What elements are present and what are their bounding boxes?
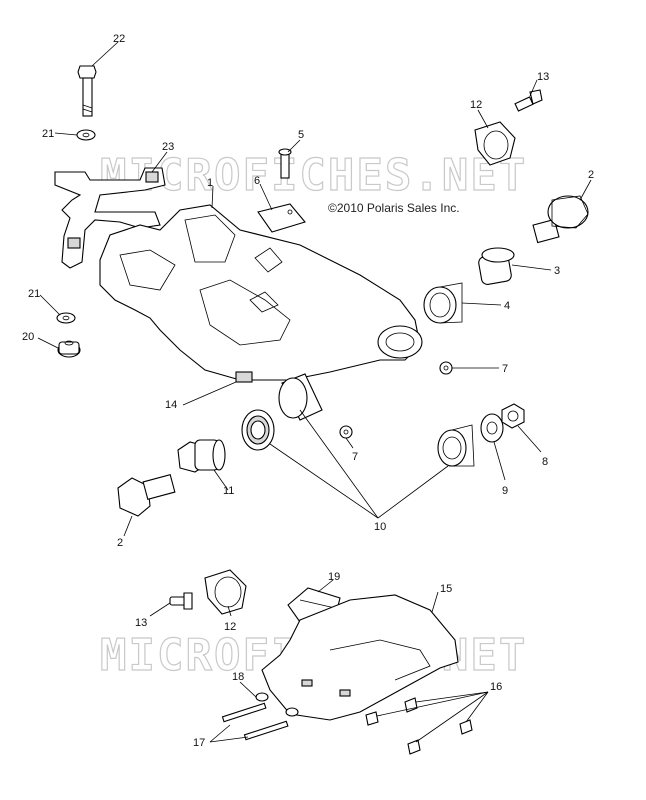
- bolt-13-top: [514, 89, 543, 112]
- pivot-shaft-2-top: [532, 195, 589, 244]
- callout-6: 6: [254, 175, 260, 187]
- callout-13-bottom: 13: [135, 617, 147, 629]
- callout-16: 16: [490, 681, 502, 693]
- fitting-7-upper: [439, 361, 453, 375]
- callout-13-top: 13: [537, 71, 549, 83]
- callout-5: 5: [298, 129, 304, 141]
- seal-ring-10: [241, 409, 275, 451]
- callout-22: 22: [113, 33, 125, 45]
- plate-6: [257, 203, 306, 233]
- skid-plate-15: [261, 594, 459, 721]
- nut-8: [501, 403, 525, 429]
- bolt-22: [77, 65, 97, 117]
- pivot-shaft-2-bottom: [117, 474, 176, 517]
- washer-21-left: [56, 312, 76, 324]
- callout-11: 11: [223, 485, 234, 497]
- callout-9: 9: [502, 485, 508, 497]
- bushing-10: [278, 373, 323, 421]
- callout-15: 15: [440, 583, 452, 595]
- sleeve-4: [423, 282, 463, 324]
- callout-23: 23: [162, 141, 174, 153]
- bolts-17: [221, 702, 289, 741]
- clamp-12-top: [474, 121, 516, 166]
- callout-1: 1: [207, 177, 213, 189]
- callout-12-top: 12: [470, 99, 482, 111]
- bushing-11: [177, 439, 226, 473]
- bolt-13-bottom: [169, 592, 193, 610]
- callout-4: 4: [504, 300, 510, 312]
- swingarm-1: [99, 204, 423, 383]
- callout-2-top: 2: [588, 169, 594, 181]
- watermark-top: MICROFICHES.NET: [100, 150, 527, 201]
- callout-7-upper: 7: [502, 363, 508, 375]
- callout-21-top: 21: [42, 128, 54, 140]
- callout-14: 14: [165, 399, 177, 411]
- callout-10: 10: [374, 521, 386, 533]
- callout-21-left: 21: [28, 288, 40, 300]
- callout-7-lower: 7: [352, 451, 358, 463]
- leader-lines: [37, 41, 592, 743]
- copyright-text: ©2010 Polaris Sales Inc.: [328, 201, 460, 215]
- washer-21-top: [76, 129, 96, 141]
- callout-17: 17: [193, 737, 205, 749]
- nut-20: [57, 340, 81, 358]
- bushing-3: [478, 247, 515, 285]
- sleeve-10-right: [437, 424, 475, 467]
- pin-5: [278, 148, 292, 179]
- callout-20: 20: [22, 331, 34, 343]
- callout-18: 18: [232, 671, 244, 683]
- callout-19: 19: [328, 571, 340, 583]
- callout-3: 3: [554, 265, 560, 277]
- fitting-7-lower: [339, 425, 353, 439]
- callout-labels: 22 21 23 1 6 5 12 13 2 3 4 7 21 20 14 7 …: [22, 33, 594, 749]
- callout-12-bottom: 12: [224, 621, 236, 633]
- nut-18: [255, 692, 299, 717]
- washer-9: [480, 413, 504, 443]
- screws-16: [365, 697, 473, 755]
- clamp-12-bottom: [204, 569, 247, 615]
- callout-2-bottom: 2: [117, 537, 123, 549]
- callout-8: 8: [542, 456, 548, 468]
